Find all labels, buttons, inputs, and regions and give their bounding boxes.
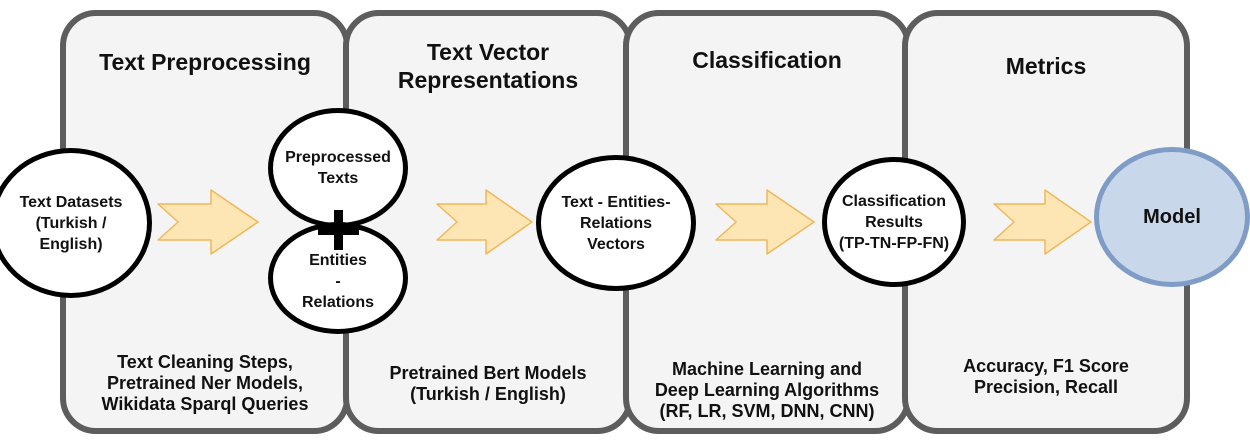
panel-footer: Pretrained Bert Models (Turkish / Englis… xyxy=(389,363,587,404)
node-classification-results: Classification Results (TP-TN-FP-FN) xyxy=(822,157,966,287)
arrow-4 xyxy=(993,189,1092,255)
node-text-entities-relations-vectors: Text - Entities- Relations Vectors xyxy=(536,155,696,291)
arrow-1 xyxy=(157,189,259,255)
panel-footer: Text Cleaning Steps, Pretrained Ner Mode… xyxy=(101,352,309,414)
node-model: Model xyxy=(1094,147,1250,287)
panel-footer: Accuracy, F1 Score Precision, Recall xyxy=(963,356,1129,397)
node-preprocessed-texts: Preprocessed Texts xyxy=(268,108,408,228)
arrow-3 xyxy=(715,189,815,255)
panel-footer: Machine Learning and Deep Learning Algor… xyxy=(654,359,880,421)
panel-title: Metrics xyxy=(1005,53,1087,79)
panel-title: Text Vector Representations xyxy=(397,39,579,93)
arrow-2 xyxy=(436,189,533,255)
node-text-datasets: Text Datasets (Turkish / English) xyxy=(0,148,152,298)
panel-title: Classification xyxy=(692,47,842,73)
panel-title: Text Preprocessing xyxy=(99,49,311,75)
